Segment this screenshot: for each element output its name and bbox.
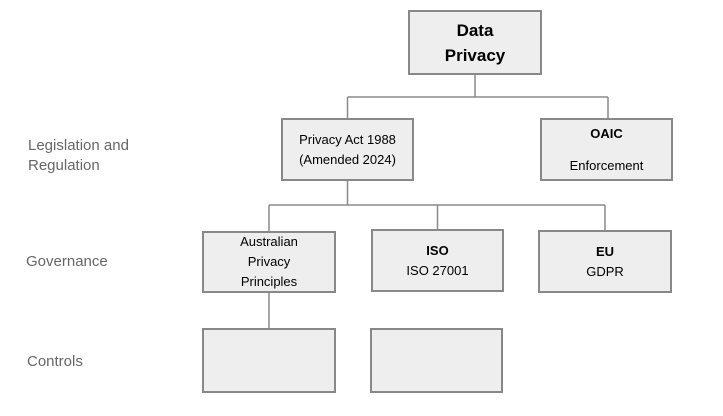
row-label-governance: Governance (26, 253, 108, 270)
row-label-controls: Controls (27, 353, 83, 370)
node-eu-title: EU (595, 243, 615, 259)
node-data-privacy-line-1: Data (456, 20, 494, 40)
node-privacy-act: Privacy Act 1988 (Amended 2024) (281, 118, 414, 181)
node-eu-subtitle: GDPR (586, 263, 624, 279)
node-data-privacy: Data Privacy (408, 10, 542, 75)
edge-root-to-row2 (346, 75, 609, 118)
row-label-legislation: Legislation and Regulation (28, 137, 129, 174)
node-oaic: OAIC Enforcement (540, 118, 673, 181)
node-app-line-3: Principles (240, 274, 298, 289)
node-iso-subtitle: ISO 27001 (406, 262, 469, 278)
node-oaic-subtitle: Enforcement (569, 157, 644, 173)
node-privacy-act-line-1: Privacy Act 1988 (299, 131, 396, 147)
node-australian-privacy-principles: Australian Privacy Principles (202, 231, 336, 293)
edge-act-to-row3 (268, 181, 606, 231)
node-control-box-2 (370, 328, 503, 393)
node-iso: ISO ISO 27001 (371, 229, 504, 292)
node-app-line-2: Privacy (247, 254, 291, 269)
node-data-privacy-line-2: Privacy (444, 45, 506, 65)
node-oaic-title: OAIC (590, 125, 623, 141)
node-eu: EU GDPR (538, 230, 672, 293)
node-control-box-1 (202, 328, 336, 393)
node-iso-title: ISO (426, 242, 449, 258)
node-app-line-1: Australian (240, 234, 298, 249)
node-privacy-act-line-2: (Amended 2024) (299, 151, 396, 167)
